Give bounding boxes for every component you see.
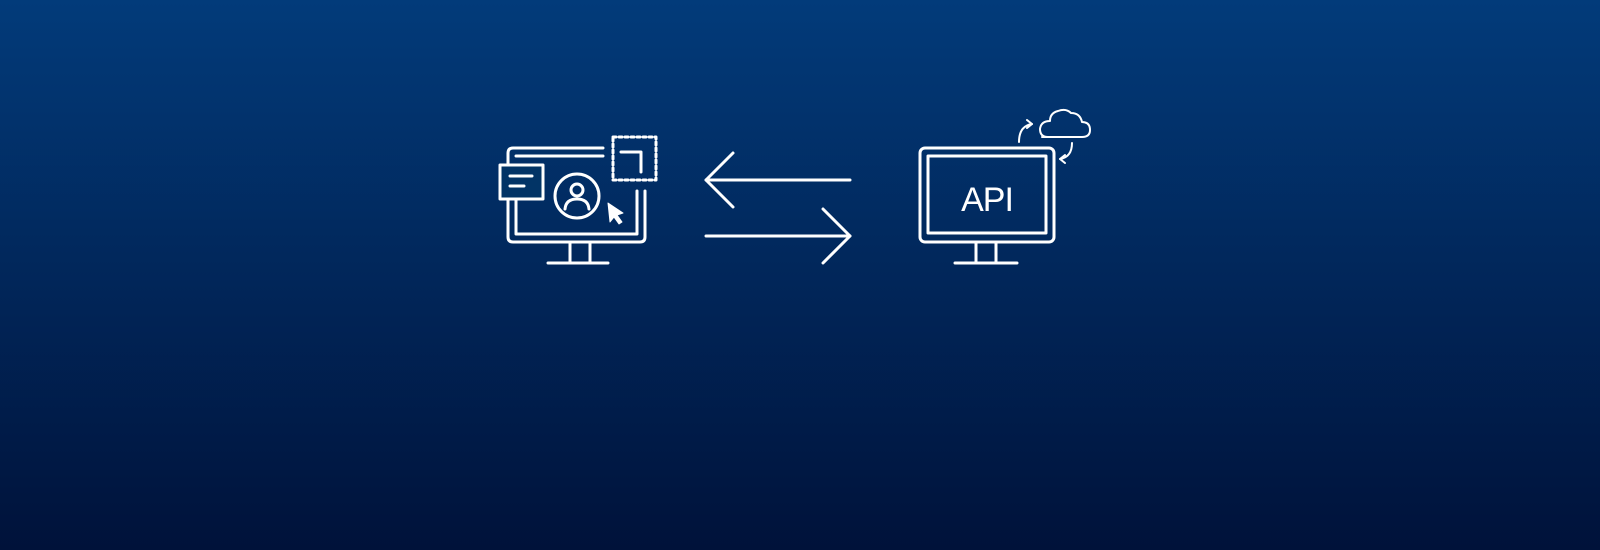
sync-arrow-down-head (1059, 154, 1066, 164)
sync-arrow-up-head (1026, 119, 1033, 129)
api-label: API (961, 181, 1013, 219)
cursor-pointer-icon (607, 202, 624, 225)
cloud-icon (1039, 108, 1091, 138)
user-interface-monitor-icon (498, 135, 658, 265)
avatar-body (563, 197, 591, 211)
api-monitor-screen (926, 154, 1048, 235)
avatar-head (569, 182, 585, 198)
arrow-left-icon (704, 151, 852, 209)
arrow-right-icon (704, 207, 852, 265)
dotted-selection-square (611, 135, 658, 182)
message-card (498, 163, 545, 201)
monitor-screen-bottom (514, 189, 639, 236)
message-lines (508, 174, 534, 188)
monitor-frame (506, 146, 605, 169)
bidirectional-exchange-arrows-icon (704, 151, 852, 265)
api-monitor-stand (953, 240, 1019, 265)
avatar-circle (553, 172, 601, 220)
monitor-frame-lower (506, 189, 647, 244)
api-monitor-frame (918, 146, 1056, 244)
selection-corner (619, 150, 643, 174)
api-monitor-icon (918, 146, 1056, 265)
cloud-sync-icon (1018, 108, 1091, 164)
monitor-stand (546, 240, 610, 265)
